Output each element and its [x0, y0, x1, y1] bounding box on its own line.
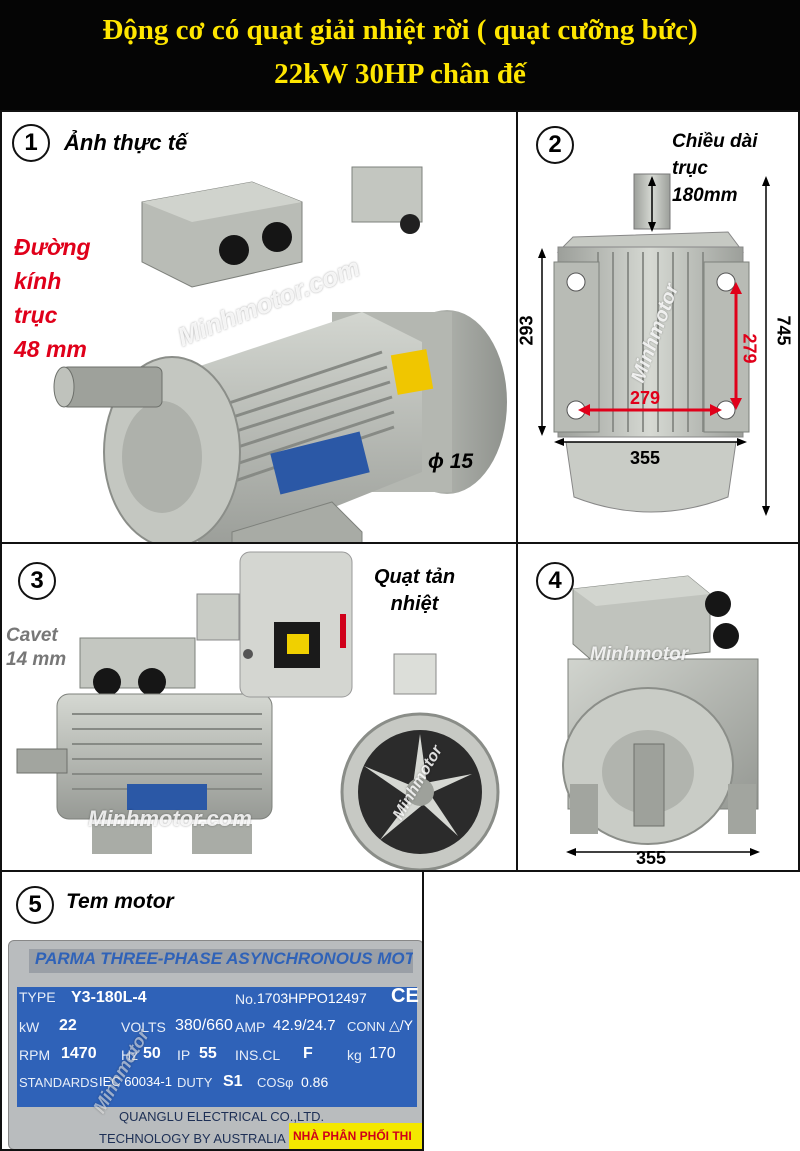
plate-volts-label: VOLTS [121, 1019, 166, 1035]
ce-mark: CE [391, 985, 419, 1007]
motor-front-photo [562, 575, 760, 856]
plate-hz-label: Hz [121, 1047, 139, 1063]
plate-blue-area [17, 987, 417, 1107]
panel-nameplate: 5 Tem motor PARMA THREE-PHASE ASYNCHRONO… [0, 870, 424, 1151]
dim-width-355: 355 [636, 848, 667, 868]
plate-ins-value: F [303, 1045, 313, 1062]
plate-kw-value: 22 [59, 1017, 77, 1034]
plate-ip-value: 55 [199, 1045, 217, 1062]
plate-ins-label: INS.CL [235, 1047, 281, 1063]
plate-std-value: IEC 60034-1 [99, 1074, 172, 1089]
panel5-title: Tem motor [66, 890, 174, 913]
motor-photo-front [53, 166, 507, 542]
mount-hole-label: ϕ 15 [428, 450, 474, 473]
plate-type-label: TYPE [19, 989, 56, 1005]
header-title-line2: 22kW 30HP chân đế [274, 58, 526, 90]
dim-width-355: 355 [630, 448, 661, 468]
panel-number-5: 5 [16, 886, 54, 924]
dim-horizontal-279: 279 [630, 388, 661, 408]
plate-conn-value: △/Y [389, 1017, 413, 1033]
plate-kw-label: kW [19, 1019, 40, 1035]
plate-volts-value: 380/660 [175, 1017, 233, 1034]
distributor-banner: NHÀ PHÂN PHỐI THI [289, 1123, 422, 1149]
motor-and-fan-photo [16, 551, 500, 870]
panel-fan-detail: 3 Cavet 14 mm Quạt tản nhiệt Minhmotor.c… [0, 542, 518, 872]
panel-front-view: 4 Minhmotor 355 [516, 542, 800, 872]
plate-no-value: 1703HPPO12497 [257, 990, 367, 1006]
plate-conn-label: CONN [347, 1019, 386, 1034]
panel-number-1: 1 [12, 124, 50, 162]
plate-rpm-value: 1470 [61, 1045, 97, 1062]
plate-kg-value: 170 [369, 1045, 396, 1062]
plate-duty-value: S1 [223, 1073, 243, 1090]
plate-type-value: Y3-180L-4 [71, 989, 147, 1006]
header-title-line1: Động cơ có quạt giải nhiệt rời ( quạt cư… [102, 14, 698, 46]
shaft-diameter-label: Đường kính trục 48 mm [14, 234, 91, 362]
plate-amp-value: 42.9/24.7 [273, 1017, 336, 1034]
motor-rear-drawing [538, 173, 770, 516]
panel1-title: Ảnh thực tế [64, 130, 188, 155]
dim-height-293: 293 [516, 315, 537, 346]
plate-cos-label: COSφ [257, 1075, 294, 1090]
plate-ip-label: IP [177, 1047, 191, 1063]
panel-number-3: 3 [18, 562, 56, 600]
panel-real-photo: 1 Ảnh thực tế Đường kính trục 48 mm ϕ 15… [0, 110, 518, 544]
panel-number-2: 2 [536, 126, 574, 164]
panel-number-4: 4 [536, 562, 574, 600]
plate-kg-label: kg [347, 1047, 362, 1063]
cavet-label: Cavet 14 mm [6, 625, 67, 670]
plate-company: QUANGLU ELECTRICAL CO.,LTD. [119, 1109, 325, 1124]
plate-tech: TECHNOLOGY BY AUSTRALIA [99, 1131, 286, 1146]
plate-duty-label: DUTY [177, 1075, 213, 1090]
dim-total-745: 745 [773, 315, 794, 346]
plate-std-label: STANDARDS [19, 1075, 99, 1090]
watermark: Minhmotor [590, 644, 689, 665]
dim-vertical-279: 279 [739, 333, 760, 364]
plate-hz-value: 50 [143, 1045, 161, 1062]
motor-nameplate: PARMA THREE-PHASE ASYNCHRONOUS MOTOR TYP… [8, 940, 422, 1149]
plate-heading: PARMA THREE-PHASE ASYNCHRONOUS MOTOR [29, 949, 413, 973]
watermark-motor: Minhmotor.com [88, 806, 252, 831]
fan-label: Quạt tản nhiệt [374, 566, 456, 615]
plate-cos-value: 0.86 [301, 1074, 329, 1090]
plate-no-label: No. [235, 991, 257, 1007]
plate-rpm-label: RPM [19, 1047, 51, 1063]
plate-amp-label: AMP [235, 1019, 266, 1035]
shaft-length-label: Chiều dài trục 180mm [672, 131, 758, 206]
panel-dimensions: 2 Chiều dài trục 180mm 293 745 279 279 3… [516, 110, 800, 544]
page-header: Động cơ có quạt giải nhiệt rời ( quạt cư… [0, 0, 800, 110]
